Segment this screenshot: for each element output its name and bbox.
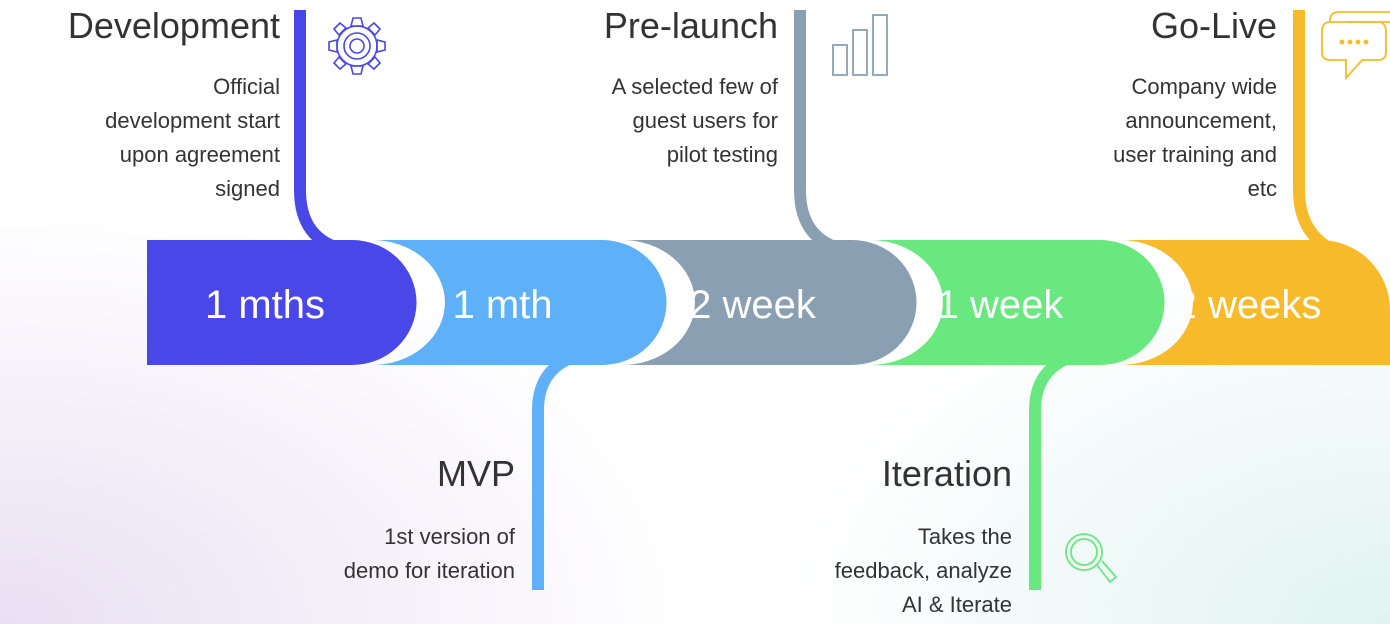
- description-line: 1st version of: [384, 524, 515, 549]
- description-line: etc: [1247, 176, 1277, 201]
- phase-title-pre-launch: Pre-launch: [603, 5, 778, 46]
- connector-pre-launch: [794, 10, 847, 256]
- phase-description-mvp: 1st version of demo for iteration: [344, 520, 515, 588]
- phase-description-development: Official development start upon agreemen…: [105, 70, 280, 206]
- duration-mvp: 1 mth: [452, 283, 553, 327]
- phase-title-go-live: Go-Live: [1150, 5, 1277, 46]
- description-line: A selected few of: [611, 74, 778, 99]
- phase-description-go-live: Company wide announcement, user training…: [1113, 70, 1277, 206]
- segment-mvp: [372, 240, 667, 365]
- connector-mvp: [532, 346, 592, 590]
- segment-development: [147, 240, 417, 365]
- description-line: pilot testing: [666, 142, 778, 167]
- phase-description-pre-launch: A selected few of guest users for pilot …: [612, 70, 778, 172]
- duration-go-live: 2 weeks: [1174, 283, 1322, 327]
- chat-bubble-icon: [1321, 11, 1390, 81]
- phase-title-mvp: MVP: [436, 453, 515, 494]
- description-line: Takes the: [917, 524, 1012, 549]
- connector-go-live: [1293, 10, 1348, 261]
- duration-development: 1 mths: [204, 283, 326, 327]
- description-line: guest users for: [632, 108, 778, 133]
- gear-icon: [328, 17, 386, 75]
- segment-iteration: [870, 240, 1165, 365]
- connector-development: [294, 10, 347, 256]
- phase-title-iteration: Iteration: [881, 453, 1012, 494]
- description-line: development start: [105, 108, 280, 133]
- description-line: AI & Iterate: [901, 592, 1012, 617]
- connector-iteration: [1029, 346, 1090, 590]
- description-line: signed: [215, 176, 280, 201]
- search-icon: [1065, 533, 1118, 584]
- description-line: Company wide: [1131, 74, 1277, 99]
- duration-iteration: 1 week: [936, 283, 1064, 327]
- phase-description-iteration: Takes the feedback, analyze AI & Iterate: [835, 520, 1012, 622]
- segment-pre-launch: [622, 240, 917, 365]
- description-line: announcement,: [1125, 108, 1277, 133]
- description-line: Official: [213, 74, 280, 99]
- description-line: user training and: [1113, 142, 1277, 167]
- description-line: feedback, analyze: [834, 558, 1012, 583]
- duration-pre-launch: 2 week: [689, 283, 816, 327]
- bar-chart-icon: [832, 14, 888, 76]
- description-line: upon agreement: [119, 142, 280, 167]
- phase-title-development: Development: [67, 5, 280, 46]
- segment-go-live: [1120, 240, 1390, 365]
- description-line: demo for iteration: [343, 558, 515, 583]
